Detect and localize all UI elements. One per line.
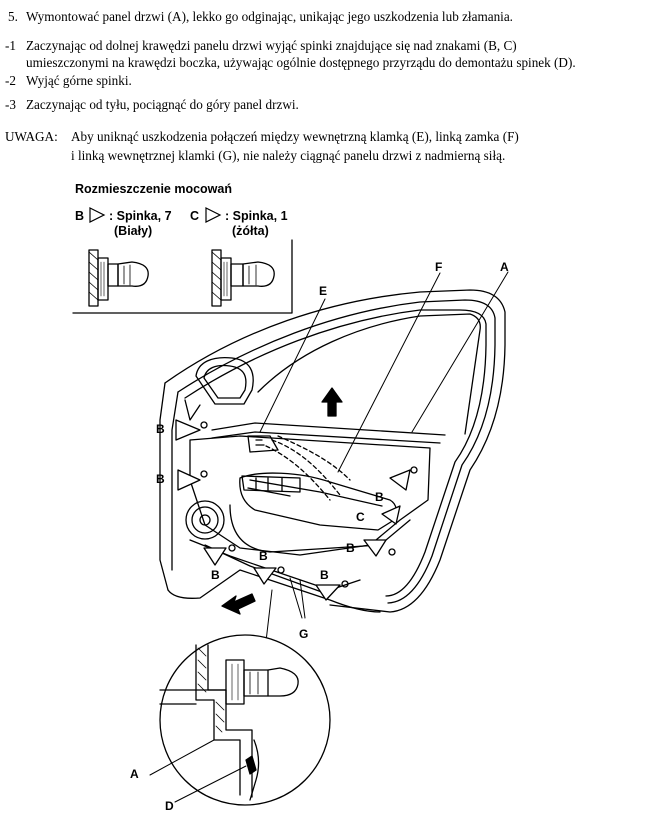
clip-b-marker [253,567,277,585]
callout-b: B [156,422,165,436]
pull-out-arrow-icon [221,593,256,615]
pull-up-arrow-icon [321,387,343,417]
step-1-text-line1: Zaczynając od dolnej krawędzi panelu drz… [26,38,517,53]
callout-d: D [165,799,174,813]
callout-f: F [435,260,443,274]
step-5-number: 5. [8,9,18,24]
step-3-text: Zaczynając od tyłu, pociągnąć do góry pa… [26,97,299,112]
note-text-line2: i linką wewnętrznej klamki (G), nie nale… [71,148,506,163]
door-trim-panel [185,435,431,596]
clip-c-marker [381,505,401,525]
clip-b-marker [389,469,411,491]
legend-clip-c-color: (żółta) [232,224,269,238]
triangle-icon [205,207,222,223]
callout-b: B [156,472,165,486]
triangle-icon [89,207,106,223]
callout-b: B [375,490,384,504]
clip-b-section-icon [88,249,149,307]
callout-e: E [319,284,328,298]
legend-clip-c-letter: C [190,209,200,223]
callout-b: B [346,541,355,555]
legend-clip-c-text: : Spinka, 1 [225,209,288,223]
callout-a: A [130,767,139,781]
step-1-text-line2: umieszczonymi na krawędzi boczka, używaj… [26,55,576,70]
callout-leaders [259,271,509,651]
note-text-line1: Aby uniknąć uszkodzenia połączeń między … [71,129,519,144]
note-label: UWAGA: [5,129,58,144]
step-5-text: Wymontować panel drzwi (A), lekko go odg… [26,9,513,24]
callout-b: B [320,568,329,582]
callout-g: G [299,627,309,641]
legend-clip-b-color: (Biały) [114,224,153,238]
step-2-number: -2 [5,73,16,88]
clip-c-section-icon [211,249,275,307]
step-2-text: Wyjąć górne spinki. [26,73,132,88]
clip-markers [175,419,418,601]
clip-b-marker [203,547,227,566]
step-3-number: -3 [5,97,16,112]
door-frame [159,289,506,613]
legend-frame [72,239,293,314]
clip-b-marker [315,584,341,601]
callout-a: A [500,260,509,274]
legend-title: Rozmieszczenie mocowań [75,182,232,196]
detail-circle [149,634,331,806]
callout-c: C [356,510,365,524]
clip-b-marker [175,419,201,441]
legend-clip-b-text: : Spinka, 7 [109,209,172,223]
callout-b: B [211,568,220,582]
callout-b: B [259,549,268,563]
clip-b-marker [363,539,387,557]
clip-b-marker [177,469,201,491]
legend-clip-b-letter: B [75,209,85,223]
step-1-number: -1 [5,38,16,53]
